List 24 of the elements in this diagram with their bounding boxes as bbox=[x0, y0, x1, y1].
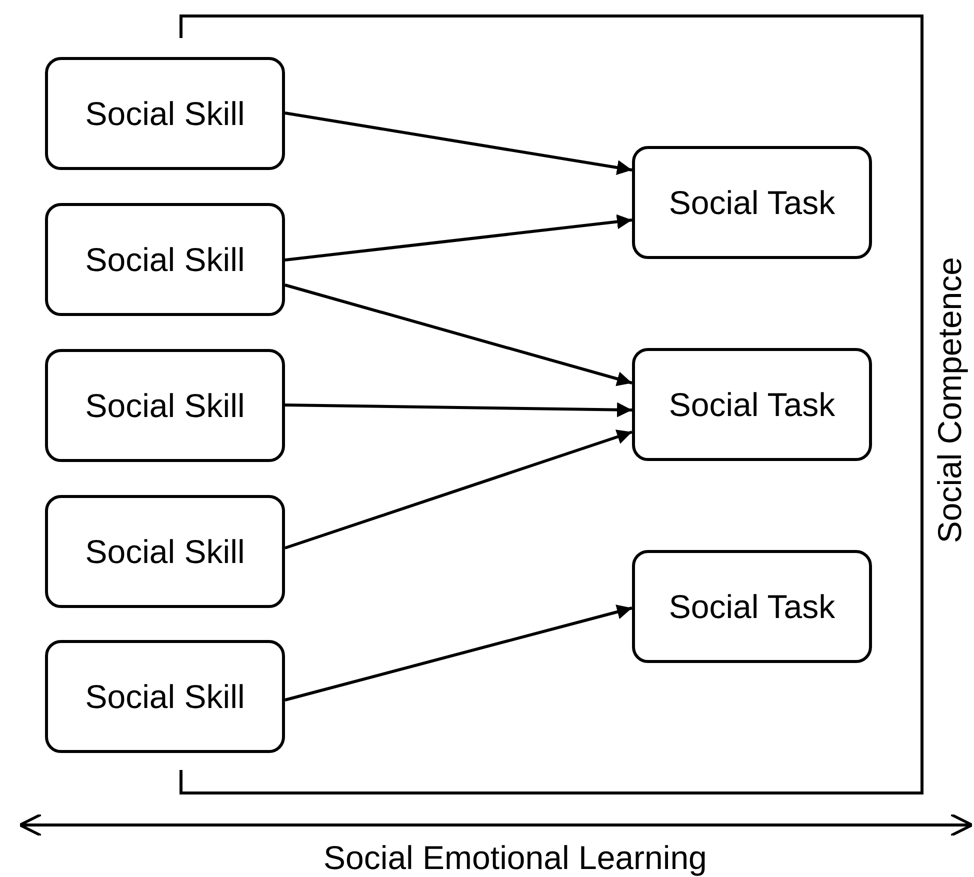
node-label: Social Task bbox=[668, 184, 836, 222]
node-label: Social Skill bbox=[85, 678, 245, 716]
node-label: Social Skill bbox=[85, 240, 245, 278]
node-label: Social Skill bbox=[85, 386, 245, 424]
node-label: Social Skill bbox=[85, 532, 245, 570]
arrow bbox=[284, 402, 632, 418]
arrow bbox=[284, 430, 632, 550]
node-label: Social Task bbox=[668, 386, 836, 424]
arrow bbox=[284, 604, 632, 702]
process-box bbox=[45, 640, 285, 753]
axis-label: Social Competence bbox=[932, 257, 968, 544]
process-box bbox=[45, 203, 285, 316]
process-box bbox=[632, 550, 872, 663]
node-label: Social Task bbox=[668, 588, 836, 626]
process-box bbox=[45, 349, 285, 462]
axis-label: Social Emotional Learning bbox=[324, 839, 707, 877]
arrow bbox=[284, 214, 632, 262]
process-box bbox=[45, 495, 285, 608]
arrow bbox=[284, 112, 632, 175]
process-box bbox=[45, 57, 285, 170]
process-box bbox=[632, 146, 872, 259]
process-box bbox=[632, 348, 872, 461]
node-label: Social Skill bbox=[85, 94, 245, 132]
arrow bbox=[284, 284, 632, 386]
